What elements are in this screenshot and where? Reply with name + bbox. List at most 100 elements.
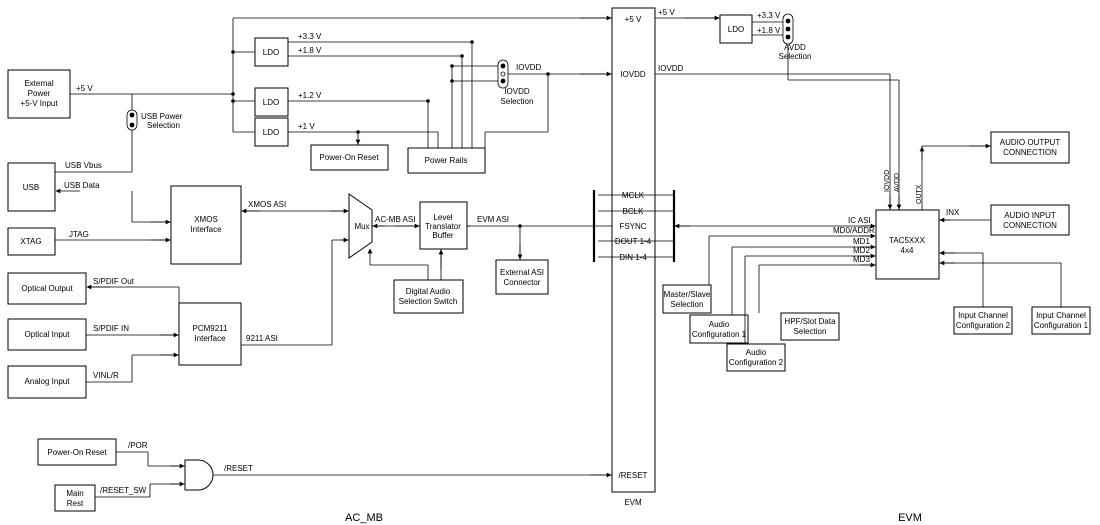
power-on-reset-label: Power-On Reset <box>319 153 379 162</box>
evm-pin-iovdd: IOVDD <box>620 70 646 79</box>
sig-5v-right: +5 V <box>658 8 675 17</box>
audio-output-line1: AUDIO OUTPUT <box>1000 138 1061 147</box>
sig-9211-asi: 9211 ASI <box>246 334 278 343</box>
evm-pin-dout: DOUT 1-4 <box>615 237 652 246</box>
tac5xxx-line1: TAC5XXX <box>889 236 926 245</box>
sig-jtag: JTAG <box>69 230 89 239</box>
audio-input-line1: AUDIO INPUT <box>1004 211 1056 220</box>
footer-evm-right: EVM <box>898 512 922 524</box>
footer-evm-bottom: EVM <box>624 498 642 507</box>
usb-power-sel-line1: USB Power <box>141 112 183 121</box>
main-rest-line1: Main <box>66 489 83 498</box>
sig-reset-sw: /RESET_SW <box>100 486 147 495</box>
ldo-label-2: LDO <box>263 98 279 107</box>
sig-spdif-out: S/PDIF Out <box>93 277 135 286</box>
sig-evm-asi: EVM ASI <box>477 215 509 224</box>
iovdd-sel-line2: Selection <box>501 97 534 106</box>
input-ch-config2-line2: Configuration 2 <box>956 321 1011 330</box>
ldo-label-3: LDO <box>263 128 279 137</box>
sig-3v3: +3.3 V <box>298 32 322 41</box>
usb-block <box>7 162 56 212</box>
main-rest-block <box>54 484 96 512</box>
evm-pin-din: DIN 1-4 <box>619 253 647 262</box>
external-asi-line2: Connector <box>504 278 541 287</box>
tac5xxx-block <box>875 209 940 280</box>
audio-output-line2: CONNECTION <box>1003 148 1057 157</box>
avdd-sel-line1: AVDD <box>784 43 806 52</box>
sig-3v3-right: +3.3 V <box>757 11 781 20</box>
optical-input-label: Optical Input <box>25 330 71 339</box>
sig-acmb-asi: AC-MB ASI <box>375 215 415 224</box>
power-on-reset-block <box>310 144 389 171</box>
sig-md0: MD0/ADDR <box>833 226 875 235</box>
sig-iovdd: IOVDD <box>516 63 542 72</box>
xtag-block <box>7 227 56 256</box>
input-ch-config1-line1: Input Channel <box>1036 311 1086 320</box>
tac5xxx-line2: 4x4 <box>901 246 914 255</box>
audio-output-connection-block <box>990 131 1070 164</box>
switches <box>126 13 794 131</box>
usb-power-switch <box>126 109 138 131</box>
sig-md3: MD3 <box>853 255 870 264</box>
digital-audio-switch-block <box>393 279 464 314</box>
external-asi-line1: External ASI <box>500 268 544 277</box>
pin-outx-label: OUTX <box>916 184 923 204</box>
das-line2: Selection Switch <box>399 297 458 306</box>
optical-output-block <box>7 272 87 305</box>
sig-xmos-asi: XMOS ASI <box>248 200 286 209</box>
usb-power-sel-line2: Selection <box>147 121 180 130</box>
xmos-line1: XMOS <box>194 215 218 224</box>
audio-config1-block <box>689 314 749 344</box>
sig-por: /POR <box>128 441 148 450</box>
master-slave-line1: Master/Slave <box>664 290 711 299</box>
level-translator-line1: Level <box>433 213 452 222</box>
master-slave-line2: Selection <box>671 300 704 309</box>
and-gate <box>184 459 214 491</box>
audio-input-line2: CONNECTION <box>1003 221 1057 230</box>
audio-config2-line2: Configuration 2 <box>729 358 784 367</box>
power-on-reset-left-label: Power-On Reset <box>47 448 107 457</box>
pin-avdd-label: AVDD <box>894 173 901 192</box>
xtag-label: XTAG <box>20 237 41 246</box>
level-translator-line2: Translator <box>425 222 461 231</box>
audio-config2-block <box>726 343 786 372</box>
wires <box>55 17 1062 498</box>
power-rails-label: Power Rails <box>425 156 468 165</box>
evm-pin-5v: +5 V <box>625 15 642 24</box>
master-slave-block <box>662 284 712 314</box>
sig-5v-ext: +5 V <box>76 84 93 93</box>
evm-block <box>611 7 656 493</box>
evm-pin-reset: /RESET <box>619 471 648 480</box>
ldo-right-block <box>719 14 753 44</box>
sig-1v: +1 V <box>298 122 315 131</box>
audio-config1-line2: Configuration 1 <box>692 330 747 339</box>
main-rest-line2: Rest <box>67 499 84 508</box>
hpf-slot-line1: HPF/Slot Data <box>784 317 836 326</box>
input-ch-config1-line2: Configuration 1 <box>1034 321 1089 330</box>
sig-inx: INX <box>946 208 960 217</box>
level-translator-line3: Buffer <box>432 231 454 240</box>
evm-pin-bclk: BCLK <box>623 207 645 216</box>
xmos-interface-block <box>170 185 242 265</box>
sig-vinl-r: VINL/R <box>93 371 119 380</box>
usb-label: USB <box>23 183 39 192</box>
pin-iovdd-label: IOVDD <box>884 170 891 192</box>
iovdd-sel-line1: IOVDD <box>504 87 530 96</box>
ext-power-line1: External <box>24 79 54 88</box>
audio-input-connection-block <box>990 204 1070 236</box>
optical-input-block <box>7 318 87 351</box>
evm-pin-mclk: MCLK <box>622 191 645 200</box>
footer-ac-mb: AC_MB <box>345 512 383 524</box>
mux-label: Mux <box>354 222 369 231</box>
pcm9211-line2: Interface <box>194 334 226 343</box>
bus-bars <box>592 190 676 262</box>
ldo-right-label: LDO <box>728 25 744 34</box>
sig-md1: MD1 <box>853 237 870 246</box>
sig-1v8: +1.8 V <box>298 46 322 55</box>
optical-output-label: Optical Output <box>21 284 73 293</box>
xmos-line2: Interface <box>190 225 222 234</box>
sig-reset: /RESET <box>224 464 253 473</box>
sig-spdif-in: S/PDIF IN <box>93 324 129 333</box>
